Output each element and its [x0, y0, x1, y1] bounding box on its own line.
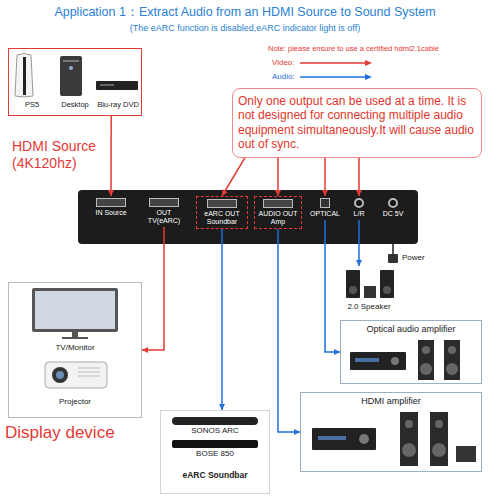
port-icon [149, 198, 179, 207]
node-text: Desktop [52, 101, 98, 110]
source-caption: HDMI Source (4K120hz) [12, 138, 108, 172]
port-icon [388, 198, 398, 208]
connector-line [110, 116, 112, 196]
port-icon [263, 199, 293, 208]
port-label: AUDIO OUT Amp [257, 210, 299, 226]
node-text: BOSE 850 [161, 449, 269, 458]
connector-line [222, 158, 245, 196]
arrow-head [108, 190, 114, 196]
node-text: Only one output can be used at a time. I… [238, 94, 476, 152]
connector-line [325, 220, 340, 352]
power-plug [388, 244, 398, 263]
arrow-head [322, 190, 328, 196]
subtitle-note: (The eARC function is disabled,eARC indi… [10, 23, 480, 34]
hdmi-out-port: OUT TV(eARC) [138, 196, 190, 227]
connector [142, 227, 164, 353]
power-label: Power [402, 253, 442, 263]
port-icon [320, 198, 330, 208]
node-text: Blu-ray DVD [95, 101, 141, 110]
speakers [346, 270, 394, 298]
optical-amplifier [350, 340, 460, 380]
hdmi-amplifier [312, 412, 476, 466]
hdmi-in-port: IN Source [88, 196, 134, 219]
amplifier-box: HDMI amplifier [300, 392, 482, 472]
earc-out-port: eARC OUT Soundbar [196, 196, 248, 229]
connector [356, 158, 362, 196]
amplifier-box: Optical audio amplifier [340, 320, 482, 384]
connector [322, 158, 328, 196]
connector [278, 229, 300, 435]
port-label: OPTICAL [308, 210, 342, 218]
connector-line [278, 229, 300, 432]
speaker-box: 2.0 Speaker [340, 266, 400, 316]
arrow-head [356, 260, 362, 266]
group-heading: Display device [5, 423, 155, 443]
node-text: Projector [9, 397, 141, 406]
node-text: Optical audio amplifier [341, 324, 481, 334]
port-icon [207, 199, 237, 208]
port-label: IN Source [90, 209, 132, 217]
connector [356, 220, 362, 266]
audio-out-port: AUDIO OUT Amp [254, 196, 302, 229]
extractor-body [78, 190, 418, 244]
note-callout: Only one output can be used at a time. I… [232, 88, 482, 158]
source-devices [15, 54, 138, 98]
connector [222, 158, 245, 196]
port-icon [354, 198, 364, 208]
connector-line [221, 229, 223, 410]
display-devices [32, 288, 118, 388]
legend-text: Video: [272, 58, 300, 68]
node-text: 2.0 Speaker [340, 302, 398, 311]
connector-line [358, 220, 360, 266]
lr-jack: L/R [348, 196, 370, 220]
connector-line [142, 227, 164, 350]
display-box: TV/MonitorProjectorDisplay device [8, 282, 142, 418]
port-label: OUT TV(eARC) [140, 209, 188, 225]
cable-note: Note: please ensure to use a certified h… [268, 44, 484, 53]
port-label: DC 5V [378, 210, 408, 218]
diagram-title: Application 1：Extract Audio from an HDMI… [10, 5, 480, 20]
port-label: L/R [350, 210, 368, 218]
port-icon [96, 198, 126, 207]
arrow-head [142, 347, 148, 353]
port-label: eARC OUT Soundbar [199, 210, 245, 226]
arrow-head [222, 189, 228, 196]
soundbar-box: SONOS ARC BOSE 850 eARC Soundbar [160, 410, 270, 494]
source-box: PS5DesktopBlu-ray DVD [8, 48, 142, 116]
connector [275, 158, 281, 196]
node-text: SONOS ARC [161, 426, 269, 435]
node-text: TV/Monitor [9, 343, 141, 352]
connector [108, 116, 114, 196]
connector [325, 220, 340, 355]
dc-jack: DC 5V [376, 196, 410, 220]
node-text: HDMI amplifier [301, 396, 481, 406]
arrow-head [356, 190, 362, 196]
connector [219, 229, 225, 410]
optical-port: OPTICAL [306, 196, 344, 220]
node-text: PS5 [10, 101, 54, 110]
node-text: eARC Soundbar [161, 471, 269, 481]
legend-sample [300, 60, 372, 80]
legend-text: Audio: [272, 72, 300, 82]
